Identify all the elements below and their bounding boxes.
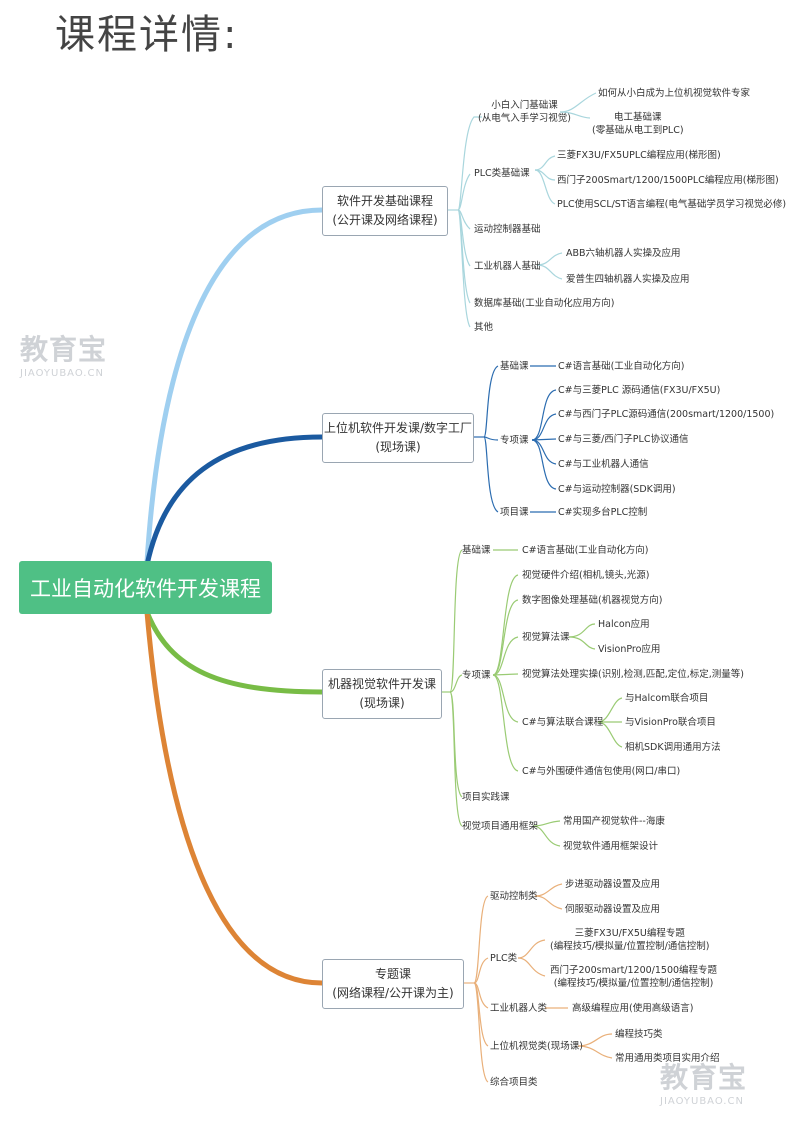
- node-b4-servo[interactable]: 伺服驱动器设置及应用: [565, 904, 661, 915]
- node-b3-hikvision[interactable]: 常用国产视觉软件--海康: [563, 816, 665, 827]
- node-b2-project[interactable]: 项目课: [500, 507, 529, 518]
- watermark-left-url: JIAOYUBAO.CN: [20, 368, 104, 379]
- node-b4-programming-tips[interactable]: 编程技巧类: [615, 1029, 663, 1040]
- watermark-left: 教育宝 JIAOYUBAO.CN: [20, 328, 107, 379]
- node-b3-halcom-project[interactable]: 与Halcom联合项目: [625, 693, 709, 704]
- watermark-left-logo: 教育宝: [20, 333, 108, 366]
- node-b4-mitsubishi-topic-line1: 三菱FX3U/FX5U编程专题: [574, 928, 685, 939]
- watermark-right-url: JIAOYUBAO.CN: [660, 1096, 744, 1107]
- node-b4-plc[interactable]: PLC类: [490, 953, 518, 964]
- node-other[interactable]: 其他: [474, 322, 494, 333]
- node-b3-framework-design[interactable]: 视觉软件通用框架设计: [563, 841, 659, 852]
- node-b4-siemens-topic[interactable]: 西门子200smart/1200/1500编程专题 (编程技巧/模拟量/位置控制…: [550, 964, 717, 990]
- node-b2-basics[interactable]: 基础课: [500, 361, 529, 372]
- branch-machine-vision[interactable]: 机器视觉软件开发课 (现场课): [322, 669, 442, 719]
- branch4-connector: [144, 611, 323, 986]
- branch-upper-computer-line1: 上位机软件开发课/数字工厂: [323, 421, 473, 435]
- node-b3-algorithm-practice[interactable]: 视觉算法处理实操(识别,检测,匹配,定位,标定,测量等): [522, 669, 745, 680]
- node-b4-mitsubishi-topic[interactable]: 三菱FX3U/FX5U编程专题 (编程技巧/模拟量/位置控制/通信控制): [550, 927, 710, 953]
- node-epson-robot[interactable]: 爱普生四轴机器人实操及应用: [566, 274, 690, 285]
- node-b4-mitsubishi-topic-line2: (编程技巧/模拟量/位置控制/通信控制): [550, 941, 710, 952]
- branch3-subtree: [440, 549, 623, 847]
- node-b3-special[interactable]: 专项课: [462, 670, 491, 681]
- node-b4-stepper[interactable]: 步进驱动器设置及应用: [565, 879, 661, 890]
- node-electrician-course-line2: (零基础从电工到PLC): [592, 125, 684, 136]
- branch-upper-computer-line2: (现场课): [375, 440, 421, 454]
- node-scl-st[interactable]: PLC使用SCL/ST语言编程(电气基础学员学习视觉必修): [557, 199, 787, 210]
- node-b4-siemens-topic-line1: 西门子200smart/1200/1500编程专题: [550, 965, 718, 976]
- node-abb-robot[interactable]: ABB六轴机器人实操及应用: [566, 248, 681, 259]
- node-b2-motion-sdk[interactable]: C#与运动控制器(SDK调用): [558, 484, 676, 495]
- node-b3-visionpro-project[interactable]: 与VisionPro联合项目: [625, 717, 716, 728]
- page-title: 课程详情:: [55, 12, 239, 58]
- branch-special-topics[interactable]: 专题课 (网络课程/公开课为主): [322, 959, 464, 1009]
- branch2-connector: [144, 434, 323, 566]
- branch-software-basics-line1: 软件开发基础课程: [336, 194, 433, 208]
- node-b4-drive-control[interactable]: 驱动控制类: [490, 891, 538, 902]
- branch-special-topics-line1: 专题课: [374, 967, 411, 981]
- branch-special-topics-line2: (网络课程/公开课为主): [332, 986, 454, 1000]
- branch-software-basics-line2: (公开课及网络课程): [332, 213, 438, 227]
- node-robot-basics[interactable]: 工业机器人基础: [474, 261, 541, 272]
- node-b3-practice[interactable]: 项目实践课: [462, 792, 510, 803]
- node-b3-peripheral-comm[interactable]: C#与外围硬件通信包使用(网口/串口): [522, 766, 681, 777]
- root-topic[interactable]: 工业自动化软件开发课程: [19, 561, 272, 614]
- node-b3-camera-sdk[interactable]: 相机SDK调用通用方法: [625, 742, 721, 753]
- node-beginner-course-line1: 小白入门基础课: [491, 100, 558, 111]
- node-beginner-course-line2: (从电气入手学习视觉): [478, 113, 571, 124]
- node-b4-siemens-topic-line2: (编程技巧/模拟量/位置控制/通信控制): [553, 978, 714, 989]
- node-b2-robot-comm[interactable]: C#与工业机器人通信: [558, 459, 649, 470]
- branch-upper-computer[interactable]: 上位机软件开发课/数字工厂 (现场课): [322, 413, 474, 463]
- node-electrician-course[interactable]: 电工基础课 (零基础从电工到PLC): [592, 111, 684, 137]
- branch-software-basics[interactable]: 软件开发基础课程 (公开课及网络课程): [322, 186, 448, 236]
- watermark-right: 教育宝 JIAOYUBAO.CN: [660, 1056, 747, 1107]
- node-electrician-course-line1: 电工基础课: [614, 112, 662, 123]
- node-b3-framework[interactable]: 视觉项目通用框架: [462, 821, 539, 832]
- branch-machine-vision-line1: 机器视觉软件开发课: [327, 677, 436, 691]
- node-b2-siemens-comm[interactable]: C#与西门子PLC源码通信(200smart/1200/1500): [558, 409, 775, 420]
- node-b4-robot[interactable]: 工业机器人类: [490, 1003, 548, 1014]
- branch4-subtree: [462, 883, 613, 1083]
- node-b3-basics[interactable]: 基础课: [462, 545, 491, 556]
- node-mitsubishi-plc[interactable]: 三菱FX3U/FX5UPLC编程应用(梯形图): [557, 150, 721, 161]
- node-plc-basics[interactable]: PLC类基础课: [474, 168, 530, 179]
- node-siemens-plc[interactable]: 西门子200Smart/1200/1500PLC编程应用(梯形图): [557, 175, 779, 186]
- node-b2-csharp-basics[interactable]: C#语言基础(工业自动化方向): [558, 361, 685, 372]
- branch3-connector: [144, 611, 323, 695]
- node-b4-common-projects[interactable]: 常用通用类项目实用介绍: [615, 1053, 720, 1064]
- node-b3-algorithm[interactable]: 视觉算法课: [522, 632, 570, 643]
- node-b2-special[interactable]: 专项课: [500, 435, 529, 446]
- node-b3-image-processing[interactable]: 数字图像处理基础(机器视觉方向): [522, 595, 663, 606]
- watermark-right-logo: 教育宝: [660, 1061, 748, 1094]
- node-b3-visionpro[interactable]: VisionPro应用: [598, 644, 661, 655]
- node-database[interactable]: 数据库基础(工业自动化应用方向): [474, 298, 615, 309]
- branch1-connector: [144, 207, 323, 563]
- node-motion-controller[interactable]: 运动控制器基础: [474, 224, 541, 235]
- branch2-subtree: [472, 365, 557, 513]
- node-beginner-course[interactable]: 小白入门基础课 (从电气入手学习视觉): [478, 99, 571, 125]
- node-b2-multi-plc[interactable]: C#实现多台PLC控制: [558, 507, 648, 518]
- node-b2-protocol-comm[interactable]: C#与三菱/西门子PLC协议通信: [558, 434, 689, 445]
- node-novice-to-expert[interactable]: 如何从小白成为上位机视觉软件专家: [598, 88, 751, 99]
- node-b2-mitsubishi-comm[interactable]: C#与三菱PLC 源码通信(FX3U/FX5U): [558, 385, 721, 396]
- node-b4-comprehensive[interactable]: 综合项目类: [490, 1077, 538, 1088]
- branch1-subtree: [446, 92, 597, 328]
- node-b4-upper-vision[interactable]: 上位机视觉类(现场课): [490, 1041, 583, 1052]
- node-b3-hardware[interactable]: 视觉硬件介绍(相机,镜头,光源): [522, 570, 650, 581]
- node-b3-joint-course[interactable]: C#与算法联合课程: [522, 717, 604, 728]
- node-b4-advanced-programming[interactable]: 高级编程应用(使用高级语言): [572, 1003, 694, 1014]
- branch-machine-vision-line2: (现场课): [359, 696, 405, 710]
- node-b3-halcon[interactable]: Halcon应用: [598, 619, 650, 630]
- node-b3-csharp-basics[interactable]: C#语言基础(工业自动化方向): [522, 545, 649, 556]
